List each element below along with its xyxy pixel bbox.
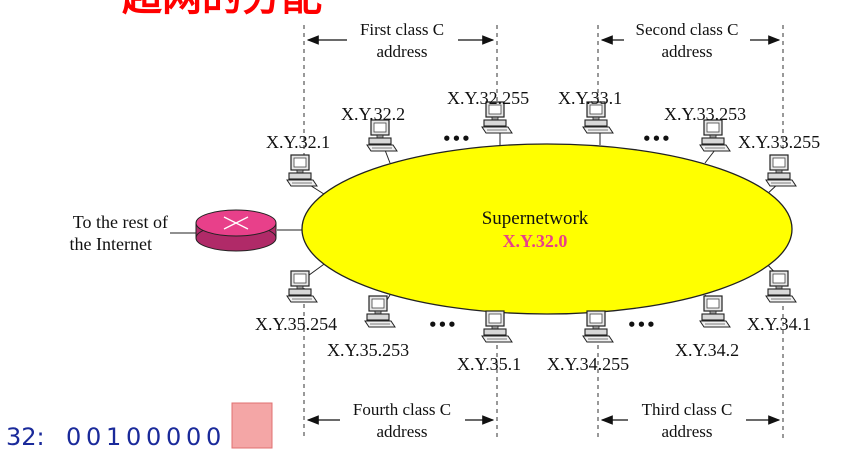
- host-label: X.Y.34.2: [675, 340, 739, 360]
- host-label: X.Y.33.1: [558, 88, 622, 108]
- ellipsis: •••: [642, 130, 671, 148]
- supernetwork-ellipse: [301, 143, 793, 315]
- binary-digit: 0: [166, 423, 181, 451]
- guide-lines: [303, 25, 784, 440]
- class-label-third: Third class C address: [600, 400, 781, 441]
- host-label: X.Y.32.255: [447, 88, 529, 108]
- class-label-fourth: Fourth class C address: [306, 400, 495, 441]
- host-label: X.Y.33.255: [738, 132, 820, 152]
- host-label: X.Y.32.2: [341, 104, 405, 124]
- computer-icon: [765, 154, 797, 187]
- page-title: 超网的分配: [122, 0, 322, 19]
- computer-icon: [699, 119, 731, 152]
- host-label: X.Y.32.1: [266, 132, 330, 152]
- svg-text:address: address: [662, 422, 713, 441]
- binary-digit: 1: [106, 423, 121, 451]
- computer-icon: [582, 310, 614, 343]
- host-label: X.Y.34.255: [547, 354, 629, 374]
- binary-digit: 0: [146, 423, 161, 451]
- host-label: X.Y.35.254: [255, 314, 337, 334]
- computer-icon: [286, 270, 318, 303]
- supernetwork-address: X.Y.32.0: [503, 231, 568, 251]
- router-icon: [195, 209, 277, 252]
- binary-prefix: 32:: [6, 423, 45, 451]
- class-label-second: Second class C address: [600, 20, 781, 61]
- router-label-line1: To the rest of: [73, 212, 168, 232]
- computer-icon: [366, 119, 398, 152]
- svg-text:Third class C: Third class C: [642, 400, 733, 419]
- svg-text:address: address: [377, 42, 428, 61]
- binary-digit: 0: [206, 423, 221, 451]
- computer-icon: [364, 295, 396, 328]
- binary-highlight: [231, 402, 273, 449]
- binary-digit: 0: [126, 423, 141, 451]
- binary-digit: 0: [186, 423, 201, 451]
- ellipsis: •••: [442, 130, 471, 148]
- class-label-first: First class C address: [306, 20, 495, 61]
- host-label: X.Y.33.253: [664, 104, 746, 124]
- binary-digit: 0: [66, 423, 81, 451]
- svg-text:Fourth class C: Fourth class C: [353, 400, 451, 419]
- computer-icon: [699, 295, 731, 328]
- host-label: X.Y.35.1: [457, 354, 521, 374]
- svg-text:First class C: First class C: [360, 20, 444, 39]
- svg-text:Second class C: Second class C: [636, 20, 739, 39]
- svg-text:address: address: [662, 42, 713, 61]
- computer-icon: [481, 310, 513, 343]
- ellipsis: •••: [627, 316, 656, 334]
- host-label: X.Y.34.1: [747, 314, 811, 334]
- supernetwork-label: Supernetwork: [482, 208, 589, 229]
- computer-icon: [765, 270, 797, 303]
- router-label-line2: the Internet: [70, 234, 152, 254]
- svg-text:address: address: [377, 422, 428, 441]
- host-label: X.Y.35.253: [327, 340, 409, 360]
- computer-icon: [286, 154, 318, 187]
- binary-digit: 0: [86, 423, 101, 451]
- ellipsis: •••: [428, 316, 457, 334]
